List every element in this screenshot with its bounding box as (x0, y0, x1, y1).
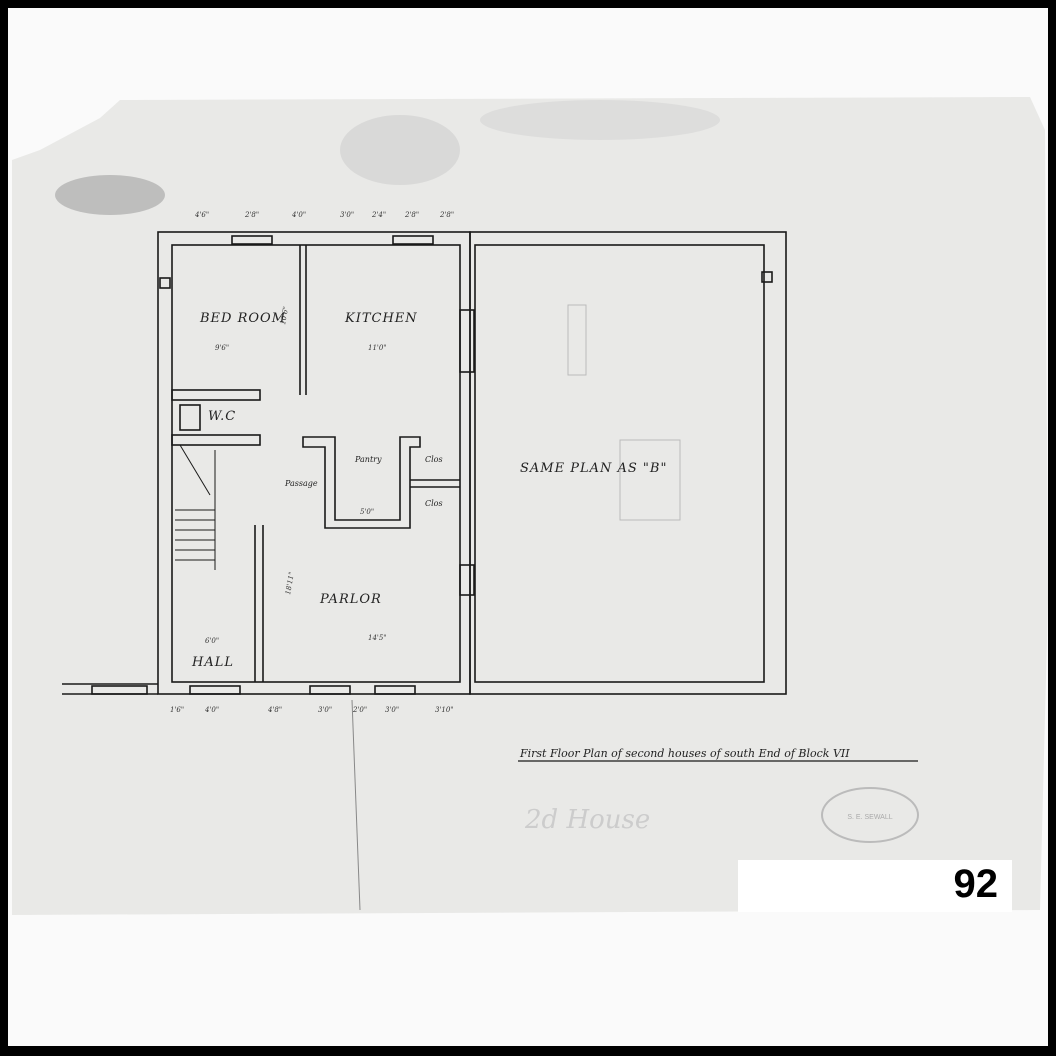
same-plan-label: SAME PLAN AS "B" (520, 461, 667, 476)
room-label-passage: Passage (284, 479, 318, 488)
room-label-kitchen: KITCHEN (344, 311, 418, 326)
dim-bottom: 4'0" (204, 706, 219, 714)
dim-top: 2'8" (404, 211, 419, 219)
dim-hall-width: 6'0" (205, 637, 219, 645)
dim-kitchen-width: 11'0" (368, 344, 387, 352)
dim-pantry-width: 5'0" (360, 508, 374, 516)
room-label-pantry: Pantry (354, 455, 382, 464)
dim-top: 2'8" (244, 211, 259, 219)
dim-top: 3'0" (340, 211, 354, 219)
dim-top: 4'6" (194, 211, 209, 219)
dim-top: 2'4" (371, 211, 386, 219)
dim-top: 4'0" (291, 211, 306, 219)
walls (62, 231, 918, 762)
pencil-note: 2d House (524, 805, 650, 835)
dim-bottom: 3'10" (435, 706, 454, 714)
dim-bottom: 2'0" (352, 706, 367, 714)
dim-bed-room-depth: 10'6" (279, 306, 290, 326)
dim-top: 2'8" (439, 211, 454, 219)
sheet-number-plate: 92 (738, 860, 1012, 912)
room-label-closet-2: Clos (425, 499, 443, 508)
drawing-title: First Floor Plan of second houses of sou… (519, 747, 850, 760)
dim-bottom: 3'0" (385, 706, 399, 714)
sheet-number: 92 (953, 862, 999, 906)
dim-parlor-depth: 18'11" (284, 571, 296, 595)
dim-parlor-width: 14'5" (368, 634, 387, 642)
stain (480, 100, 720, 140)
room-label-parlor: PARLOR (319, 592, 382, 607)
dim-bottom: 4'8" (267, 706, 282, 714)
paper-sheet (12, 97, 1048, 915)
dim-bottom: 3'0" (318, 706, 332, 714)
stain (340, 115, 460, 185)
pencil-sketch (351, 304, 681, 911)
room-label-hall: HALL (191, 655, 234, 670)
stamp (821, 787, 919, 843)
dim-bottom: 1'6" (170, 706, 184, 714)
dim-bed-room-width: 9'6" (215, 344, 229, 352)
room-label-wc: W.C (208, 409, 236, 424)
room-label-closet: Clos (425, 455, 443, 464)
stain (55, 175, 165, 215)
room-label-bed-room: BED ROOM (199, 311, 286, 326)
stamp-text: S. E. SEWALL (847, 814, 892, 821)
